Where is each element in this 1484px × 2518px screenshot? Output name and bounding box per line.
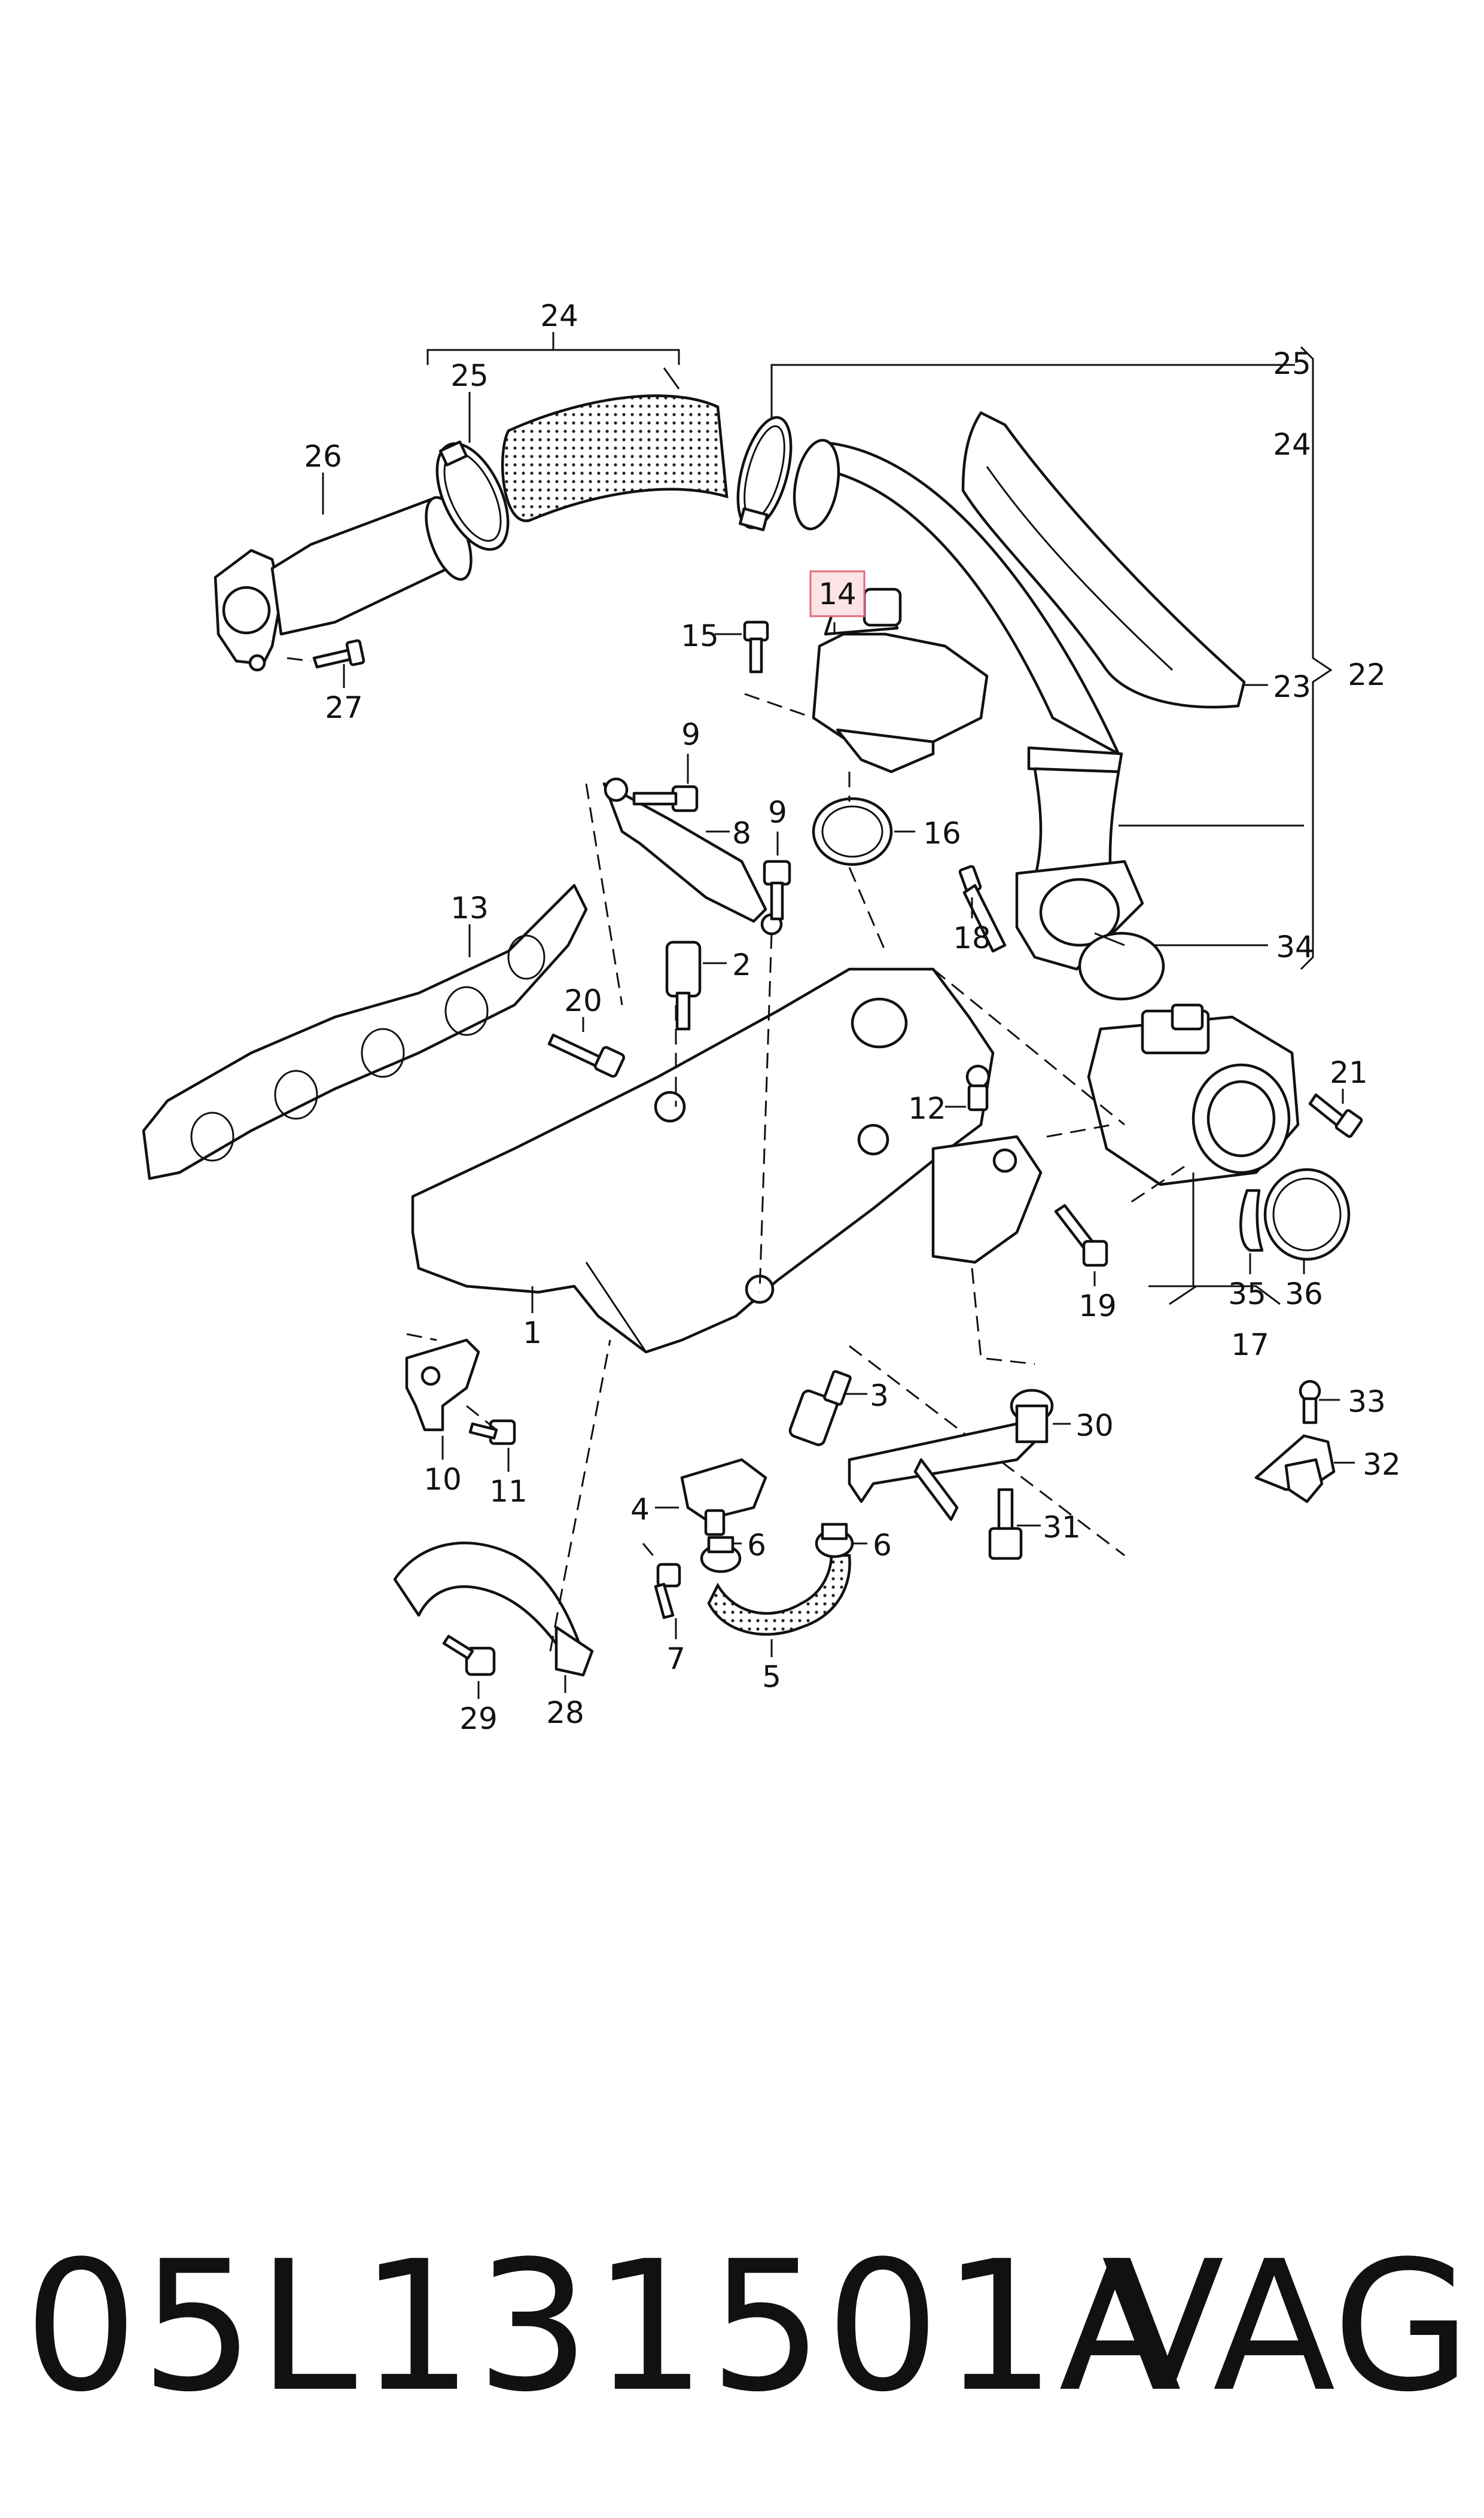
callout-31: 31 — [1043, 1510, 1081, 1545]
bolt-12 — [965, 1064, 991, 1112]
callout-25-left: 25 — [450, 358, 489, 393]
valve-14 — [812, 587, 989, 774]
hose-5 — [707, 1554, 851, 1636]
callout-8: 8 — [732, 816, 751, 851]
callout-19: 19 — [1078, 1289, 1117, 1323]
callout-4: 4 — [630, 1492, 650, 1527]
callout-23: 23 — [1273, 669, 1311, 704]
clamp-6-right — [815, 1523, 854, 1558]
duct-23 — [961, 411, 1246, 709]
bolt-31 — [988, 1488, 1023, 1560]
clamp-25-left — [435, 440, 510, 551]
sensor-2 — [665, 940, 702, 1031]
leader-24-hose — [663, 367, 680, 389]
callout-16: 16 — [923, 816, 961, 851]
callout-10: 10 — [423, 1462, 462, 1497]
callout-33: 33 — [1348, 1384, 1386, 1419]
bolt-15 — [743, 620, 769, 674]
bracket-10 — [405, 1338, 480, 1432]
leader-dash-30 — [971, 1268, 1035, 1365]
part-number: 05L131501A — [24, 2222, 1184, 2431]
intake-manifold-1 — [411, 967, 1043, 1354]
leader-dash-7 — [642, 1543, 659, 1562]
callout-15: 15 — [681, 619, 719, 653]
bracket-32 — [1254, 1434, 1336, 1503]
callout-36: 36 — [1285, 1277, 1323, 1311]
callout-24-top: 24 — [540, 299, 578, 333]
callout-34: 34 — [1276, 930, 1314, 964]
callout-35: 35 — [1228, 1277, 1266, 1311]
bracket-22 — [1300, 346, 1333, 970]
callout-26: 26 — [304, 439, 342, 474]
leader-dash-10 — [406, 1333, 497, 1431]
callout-22: 22 — [1348, 657, 1386, 692]
callout-32: 32 — [1363, 1447, 1401, 1482]
bolt-19 — [1054, 1204, 1108, 1267]
callout-29: 29 — [459, 1701, 498, 1736]
gasket-13 — [142, 884, 588, 1180]
leader-16-dash — [848, 772, 886, 952]
clamp-25-right — [736, 416, 793, 531]
bolt-18 — [958, 864, 1007, 953]
bolt-9a — [632, 785, 699, 812]
leader-28-29 — [477, 1675, 566, 1699]
callout-11: 11 — [489, 1474, 528, 1509]
callout-30: 30 — [1075, 1408, 1114, 1443]
leader-15-dash — [744, 693, 814, 719]
bracket-24-top — [426, 332, 680, 365]
bolt-29 — [442, 1634, 496, 1676]
callout-2: 2 — [732, 948, 751, 982]
callout-24-right: 24 — [1273, 427, 1311, 462]
flange-34-area — [1015, 860, 1165, 1001]
link-30 — [848, 1389, 1054, 1521]
callout-14: 14 — [818, 577, 857, 611]
clamp-6-left — [700, 1536, 742, 1573]
brand-label: VAG — [1101, 2222, 1471, 2431]
callout-7: 7 — [666, 1642, 685, 1676]
callout-5: 5 — [762, 1660, 781, 1694]
oring-36 — [1263, 1168, 1351, 1261]
callout-12: 12 — [908, 1091, 946, 1126]
seal-35 — [1239, 1189, 1264, 1252]
leader-dash-28 — [549, 1339, 611, 1652]
callout-17: 17 — [1231, 1327, 1269, 1362]
footer: 05L131501A VAG — [24, 2225, 1471, 2429]
callout-9-a: 9 — [681, 717, 700, 752]
callout-13: 13 — [450, 891, 489, 925]
callout-25-right: 25 — [1273, 346, 1311, 381]
throttle-body-17 — [1087, 1003, 1300, 1186]
callout-14-highlight — [809, 570, 866, 617]
leader-35-36 — [1249, 1253, 1305, 1274]
callout-21: 21 — [1330, 1055, 1368, 1090]
bolt-27 — [312, 639, 365, 669]
callout-28: 28 — [546, 1695, 584, 1730]
bolt-9b — [763, 860, 791, 921]
hose-24 — [501, 394, 729, 522]
callout-3: 3 — [870, 1378, 889, 1413]
callout-9-b: 9 — [768, 795, 787, 830]
leader-dash-a — [585, 783, 1185, 1293]
sensor-3 — [788, 1370, 852, 1447]
bolt-20 — [547, 1033, 625, 1078]
leader-34-line — [1094, 932, 1125, 946]
callout-27: 27 — [325, 690, 363, 725]
bolt-11 — [468, 1419, 516, 1445]
bolt-21 — [1308, 1093, 1363, 1138]
leader-17 — [1148, 1173, 1281, 1305]
callout-20: 20 — [564, 984, 602, 1018]
bolt-33 — [1299, 1380, 1321, 1424]
sensor-4 — [680, 1458, 767, 1536]
bolt-7 — [654, 1563, 681, 1619]
callout-6-left: 6 — [747, 1528, 766, 1563]
leader-25-right — [770, 364, 1295, 419]
leader-27-dash — [287, 657, 312, 662]
callout-18: 18 — [953, 921, 991, 955]
callout-1: 1 — [523, 1316, 542, 1350]
gasket-16 — [812, 797, 893, 866]
callout-6-right: 6 — [873, 1528, 892, 1563]
